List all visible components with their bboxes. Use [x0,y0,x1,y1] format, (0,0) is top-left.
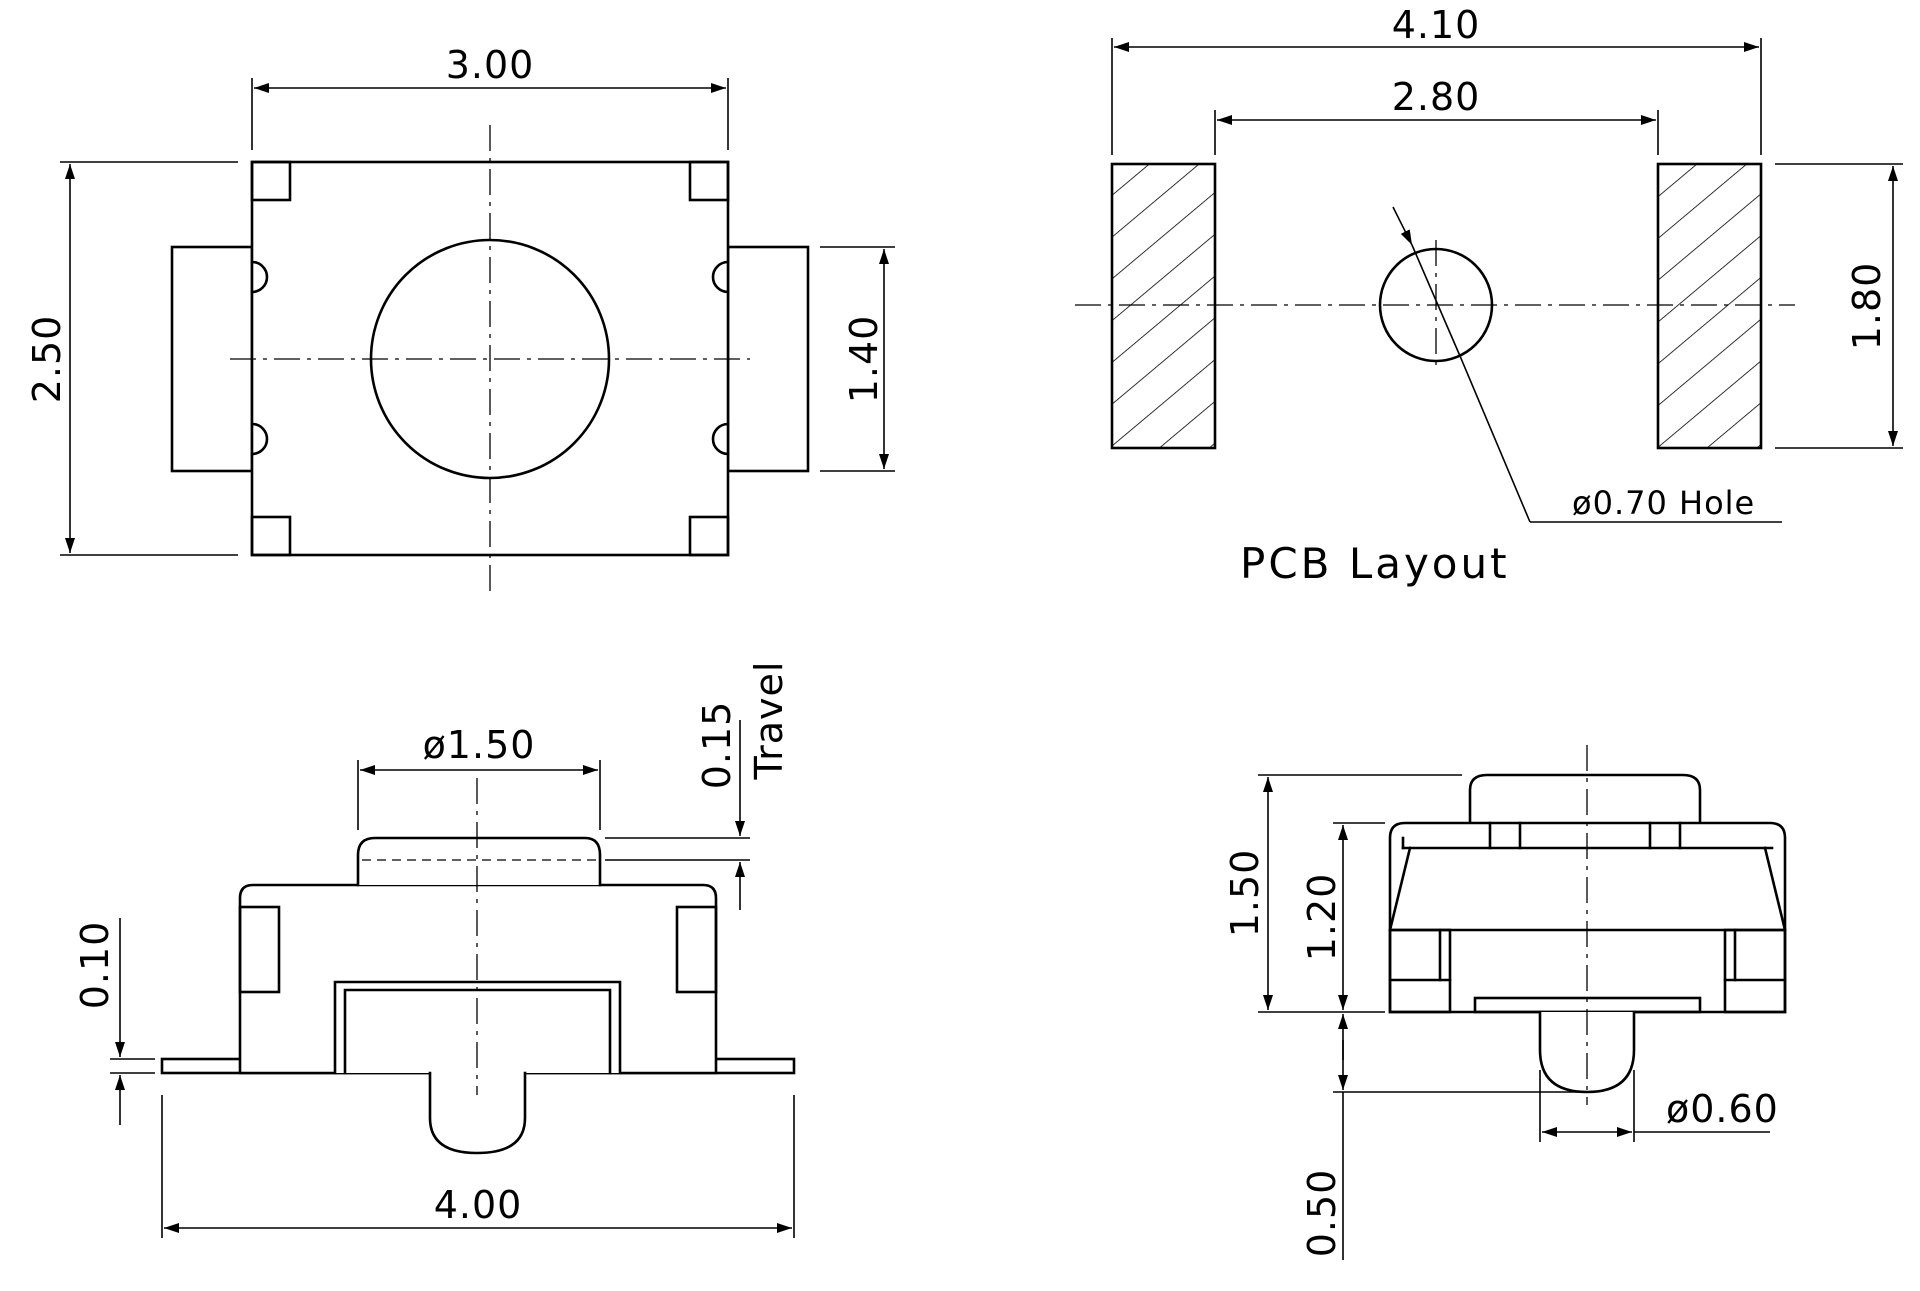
front-view: ø1.50 0.15 Travel 0.10 4.00 [73,661,796,1238]
dim-terminal-label: 1.40 [842,315,886,404]
dim-inner-span-label: 2.80 [1392,75,1481,119]
side-view: 1.50 1.20 0.50 ø0.60 [1223,745,1787,1260]
pcb-layout-title: PCB Layout [1240,539,1510,588]
left-pad [1110,162,1217,450]
hole-label: ø0.70 Hole [1572,484,1755,522]
actuator [356,836,602,887]
side-actuator [1468,773,1702,825]
dim-travel-text-label: Travel [747,661,791,781]
dim-outer-span-label: 4.10 [1392,3,1481,47]
pcb-layout-view: 4.10 2.80 1.80 ø0.70 Hole PCB Layout [1075,3,1903,588]
side-peg [1538,1010,1636,1094]
dim-peg-length-label: 0.50 [1300,1169,1344,1258]
dim-terminal-thickness-label: 0.10 [73,921,117,1010]
dim-height-label: 2.50 [25,315,69,404]
right-pad [1656,162,1763,450]
front-peg [428,1071,527,1155]
dim-width-label: 3.00 [446,43,535,87]
dim-pad-height-label: 1.80 [1845,262,1889,351]
dim-overall-length-label: 4.00 [434,1183,523,1227]
top-view: 3.00 2.50 1.40 [25,43,895,595]
dim-body-height-label: 1.20 [1300,873,1344,962]
dim-peg-diameter-label: ø0.60 [1666,1087,1779,1131]
side-body [1388,821,1787,1014]
dim-travel-value-label: 0.15 [695,701,739,790]
dim-overall-height-label: 1.50 [1223,849,1267,938]
dim-actuator-diameter-label: ø1.50 [423,723,536,767]
